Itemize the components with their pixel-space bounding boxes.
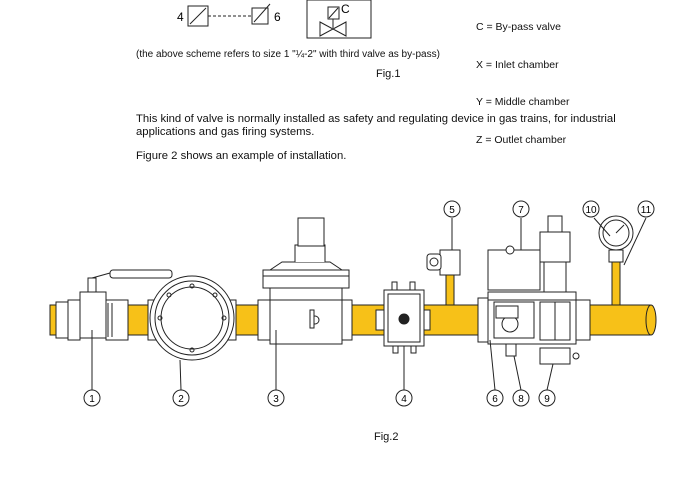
callout-5: 5	[443, 200, 461, 218]
svg-text:7: 7	[518, 205, 524, 216]
svg-text:10: 10	[585, 205, 597, 216]
control-box	[375, 281, 431, 354]
paragraph-figure-ref: Figure 2 shows an example of installatio…	[136, 150, 347, 162]
callout-7: 7	[512, 200, 530, 218]
scheme-valve-frame	[306, 0, 372, 39]
svg-text:9: 9	[544, 394, 550, 405]
svg-text:11: 11	[641, 205, 652, 216]
callout-6: 6	[486, 389, 504, 407]
fig2-title: Fig.2	[374, 431, 399, 443]
svg-text:8: 8	[518, 394, 524, 405]
pressure-switch	[426, 249, 461, 306]
callout-circles: 1 2 3 4 5 6 7 8 9 10 11	[83, 200, 655, 407]
fig1-legend: C = By-pass valve X = Inlet chamber Y = …	[476, 0, 569, 159]
legend-item: X = Inlet chamber	[476, 58, 559, 71]
svg-text:2: 2	[178, 394, 184, 405]
paragraph-installation: This kind of valve is normally installed…	[136, 113, 616, 138]
svg-text:1: 1	[89, 394, 95, 405]
gas-filter	[147, 275, 237, 361]
scheme-label-4: 4	[177, 10, 184, 24]
multibloc-valve	[477, 215, 591, 365]
pressure-gauge	[598, 215, 634, 306]
callout-1: 1	[83, 389, 101, 407]
callout-3: 3	[267, 389, 285, 407]
legend-item: C = By-pass valve	[476, 21, 561, 33]
svg-text:4: 4	[401, 394, 407, 405]
callout-10: 10	[582, 200, 600, 218]
scheme-label-6: 6	[274, 10, 281, 24]
callout-9: 9	[538, 389, 556, 407]
svg-text:6: 6	[492, 394, 498, 405]
callout-4: 4	[395, 389, 413, 407]
callout-8: 8	[512, 389, 530, 407]
legend-item: Y = Middle chamber	[476, 96, 570, 108]
fig1-scheme: 4 6 C	[177, 0, 372, 39]
scheme-label-c: C	[341, 2, 350, 16]
scheme-valve-symbol	[319, 21, 347, 37]
legend-item: Z = Outlet chamber	[476, 133, 567, 146]
scheme-box-right	[251, 7, 269, 25]
fig1-caption: (the above scheme refers to size 1 "¼-2"…	[136, 49, 440, 60]
ball-valve	[55, 269, 173, 341]
callout-2: 2	[172, 389, 190, 407]
pressure-regulator	[257, 217, 353, 345]
fig1-title: Fig.1	[376, 68, 401, 80]
svg-text:5: 5	[449, 205, 455, 216]
svg-text:3: 3	[273, 394, 279, 405]
callout-11: 11	[637, 200, 655, 218]
